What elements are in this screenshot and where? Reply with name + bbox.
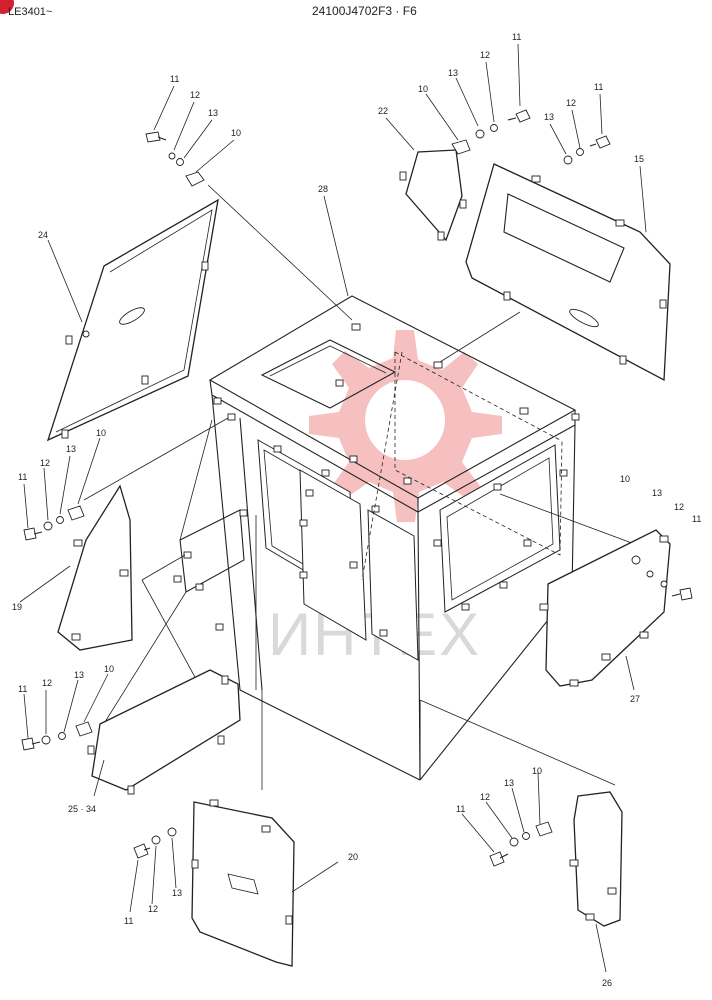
callout-27: 27 — [630, 694, 640, 704]
assembly-leader-lines — [83, 184, 641, 790]
cab-body — [173, 295, 580, 781]
callout-13: 13 — [652, 488, 662, 498]
callout-11: 11 — [18, 472, 27, 482]
callout-25-34: 25 · 34 — [68, 804, 96, 814]
callout-13: 13 — [544, 112, 554, 122]
callout-10: 10 — [104, 664, 114, 674]
fastener-set-right-mid — [671, 587, 693, 601]
callout-12: 12 — [566, 98, 576, 108]
callout-10: 10 — [532, 766, 542, 776]
fastener-set-left-mid — [23, 505, 85, 541]
callout-22: 22 — [378, 106, 388, 116]
callout-13: 13 — [448, 68, 458, 78]
callout-10: 10 — [620, 474, 630, 484]
callout-12: 12 — [480, 50, 490, 60]
callout-13: 13 — [172, 888, 182, 898]
corner-badge-icon — [0, 0, 14, 14]
callout-10: 10 — [418, 84, 428, 94]
panel-15 — [465, 163, 671, 382]
callout-13: 13 — [66, 444, 76, 454]
callout-11: 11 — [512, 32, 521, 42]
panel-20 — [191, 799, 295, 967]
header-title: 24100J4702F3 · F6 — [312, 4, 417, 18]
callout-20: 20 — [348, 852, 358, 862]
fastener-set-top-right — [563, 135, 611, 165]
callout-13: 13 — [74, 670, 84, 680]
callout-12: 12 — [190, 90, 200, 100]
callout-12: 12 — [674, 502, 684, 512]
callout-15: 15 — [634, 154, 644, 164]
panel-27 — [539, 529, 671, 687]
callout-12: 12 — [40, 458, 50, 468]
panel-25-34 — [87, 669, 241, 795]
callout-12: 12 — [480, 792, 490, 802]
callout-11: 11 — [456, 804, 465, 814]
callout-11: 11 — [692, 514, 701, 524]
fastener-set-top-left — [145, 131, 205, 187]
callout-12: 12 — [42, 678, 52, 688]
callout-11: 11 — [124, 916, 133, 926]
callout-19: 19 — [12, 602, 22, 612]
callout-13: 13 — [504, 778, 514, 788]
watermark-gear-icon — [309, 330, 502, 522]
panel-19 — [57, 484, 133, 651]
callout-11: 11 — [594, 82, 603, 92]
fastener-set-left-low — [21, 721, 93, 751]
panel-24 — [46, 198, 219, 442]
callout-10: 10 — [96, 428, 106, 438]
callout-24: 24 — [38, 230, 48, 240]
callout-13: 13 — [208, 108, 218, 118]
fastener-set-top-center — [451, 109, 531, 155]
fastener-set-bottom-right — [489, 821, 553, 867]
callout-10: 10 — [231, 128, 241, 138]
callout-labels: 11 12 13 10 10 13 12 11 12 13 11 22 15 2… — [12, 32, 701, 988]
callout-12: 12 — [148, 904, 158, 914]
panel-26 — [569, 791, 623, 927]
callout-28: 28 — [318, 184, 328, 194]
header-left-code: LE3401~ — [8, 6, 53, 18]
callout-11: 11 — [18, 684, 27, 694]
panel-22 — [399, 149, 467, 242]
callout-leaders — [19, 43, 647, 973]
fastener-set-bottom-left — [133, 827, 177, 859]
callout-26: 26 — [602, 978, 612, 988]
callout-11: 11 — [170, 74, 179, 84]
